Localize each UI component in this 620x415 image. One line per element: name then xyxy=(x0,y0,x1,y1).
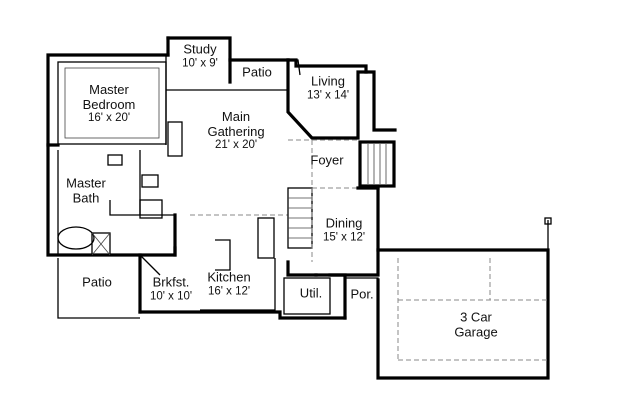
room-master-bath: Master Bath xyxy=(66,176,106,205)
utility-room xyxy=(283,277,331,315)
room-study-dims: 10' x 9' xyxy=(182,56,218,69)
room-master-bedroom-dims: 16' x 20' xyxy=(87,112,131,125)
room-patio-bottom: Patio xyxy=(82,274,112,291)
shower-x2 xyxy=(91,232,111,256)
garage-wall xyxy=(376,248,550,380)
room-utility-name: Util. xyxy=(299,285,323,301)
vanity xyxy=(141,174,159,188)
room-main-gathering-dims: 21' x 20' xyxy=(214,139,258,152)
room-utility: Util. xyxy=(299,285,323,302)
room-patio-top-name: Patio xyxy=(242,64,272,80)
room-garage: 3 Car Garage xyxy=(454,310,497,339)
room-dining-name: Dining xyxy=(325,215,363,231)
room-master-bedroom-name2: Bedroom xyxy=(82,96,136,112)
room-dining-dims: 15' x 12' xyxy=(322,230,366,243)
patio-bottom-outline xyxy=(57,258,140,319)
entry-steps xyxy=(367,144,387,184)
fireplace xyxy=(167,121,183,157)
room-garage-name1: 3 Car xyxy=(460,309,492,325)
room-master-bedroom-name1: Master xyxy=(89,82,129,98)
master-bath-wall xyxy=(46,143,177,257)
room-master-bedroom: Master Bedroom 16' x 20' xyxy=(82,82,136,125)
entry-stoop xyxy=(358,140,396,188)
bed-outline xyxy=(64,67,160,139)
room-breakfast-dims: 10' x 10' xyxy=(149,289,193,302)
porch-wall xyxy=(328,273,347,320)
room-garage-name2: Garage xyxy=(454,324,498,339)
room-foyer: Foyer xyxy=(310,152,344,169)
kitchen-bottom-wall xyxy=(138,310,347,320)
shower xyxy=(91,232,111,256)
room-main-gathering-name1: Main xyxy=(221,109,251,125)
study-wall xyxy=(166,36,232,84)
living-wall xyxy=(286,58,397,140)
room-living-dims: 13' x 14' xyxy=(306,88,350,101)
room-study: Study 10' x 9' xyxy=(182,42,218,69)
room-patio-top: Patio xyxy=(242,64,272,81)
room-kitchen-name: Kitchen xyxy=(207,269,251,285)
living-top-wall xyxy=(286,58,368,74)
stair-treads xyxy=(288,197,312,239)
pantry xyxy=(257,217,275,259)
garage-post-cap xyxy=(544,217,552,225)
breakfast-bay xyxy=(139,254,161,276)
room-kitchen-dims: 16' x 12' xyxy=(207,284,251,297)
room-main-gathering-name2: Gathering xyxy=(207,123,265,139)
bath-closet-wall xyxy=(109,200,175,216)
master-bedroom-wall xyxy=(46,53,170,147)
room-porch-name: Por. xyxy=(350,286,374,302)
room-breakfast-name: Brkfst. xyxy=(152,274,190,290)
room-kitchen: Kitchen 16' x 12' xyxy=(207,270,250,297)
room-porch: Por. xyxy=(350,286,374,303)
room-patio-bottom-name: Patio xyxy=(82,274,112,290)
kitchen-island xyxy=(215,239,231,271)
room-master-bath-name2: Bath xyxy=(72,190,100,205)
room-main-gathering: Main Gathering 21' x 20' xyxy=(207,109,265,152)
room-master-bath-name1: Master xyxy=(66,175,106,191)
room-living-name: Living xyxy=(311,73,345,89)
bathtub xyxy=(57,226,95,250)
room-foyer-name: Foyer xyxy=(310,152,344,168)
toilet xyxy=(107,154,123,166)
dining-bottom xyxy=(286,260,318,277)
room-study-name: Study xyxy=(183,41,217,57)
room-breakfast: Brkfst. 10' x 10' xyxy=(150,275,192,302)
kitchen-counter xyxy=(200,258,276,311)
room-living: Living 13' x 14' xyxy=(307,74,349,101)
room-dining: Dining 15' x 12' xyxy=(323,216,365,243)
